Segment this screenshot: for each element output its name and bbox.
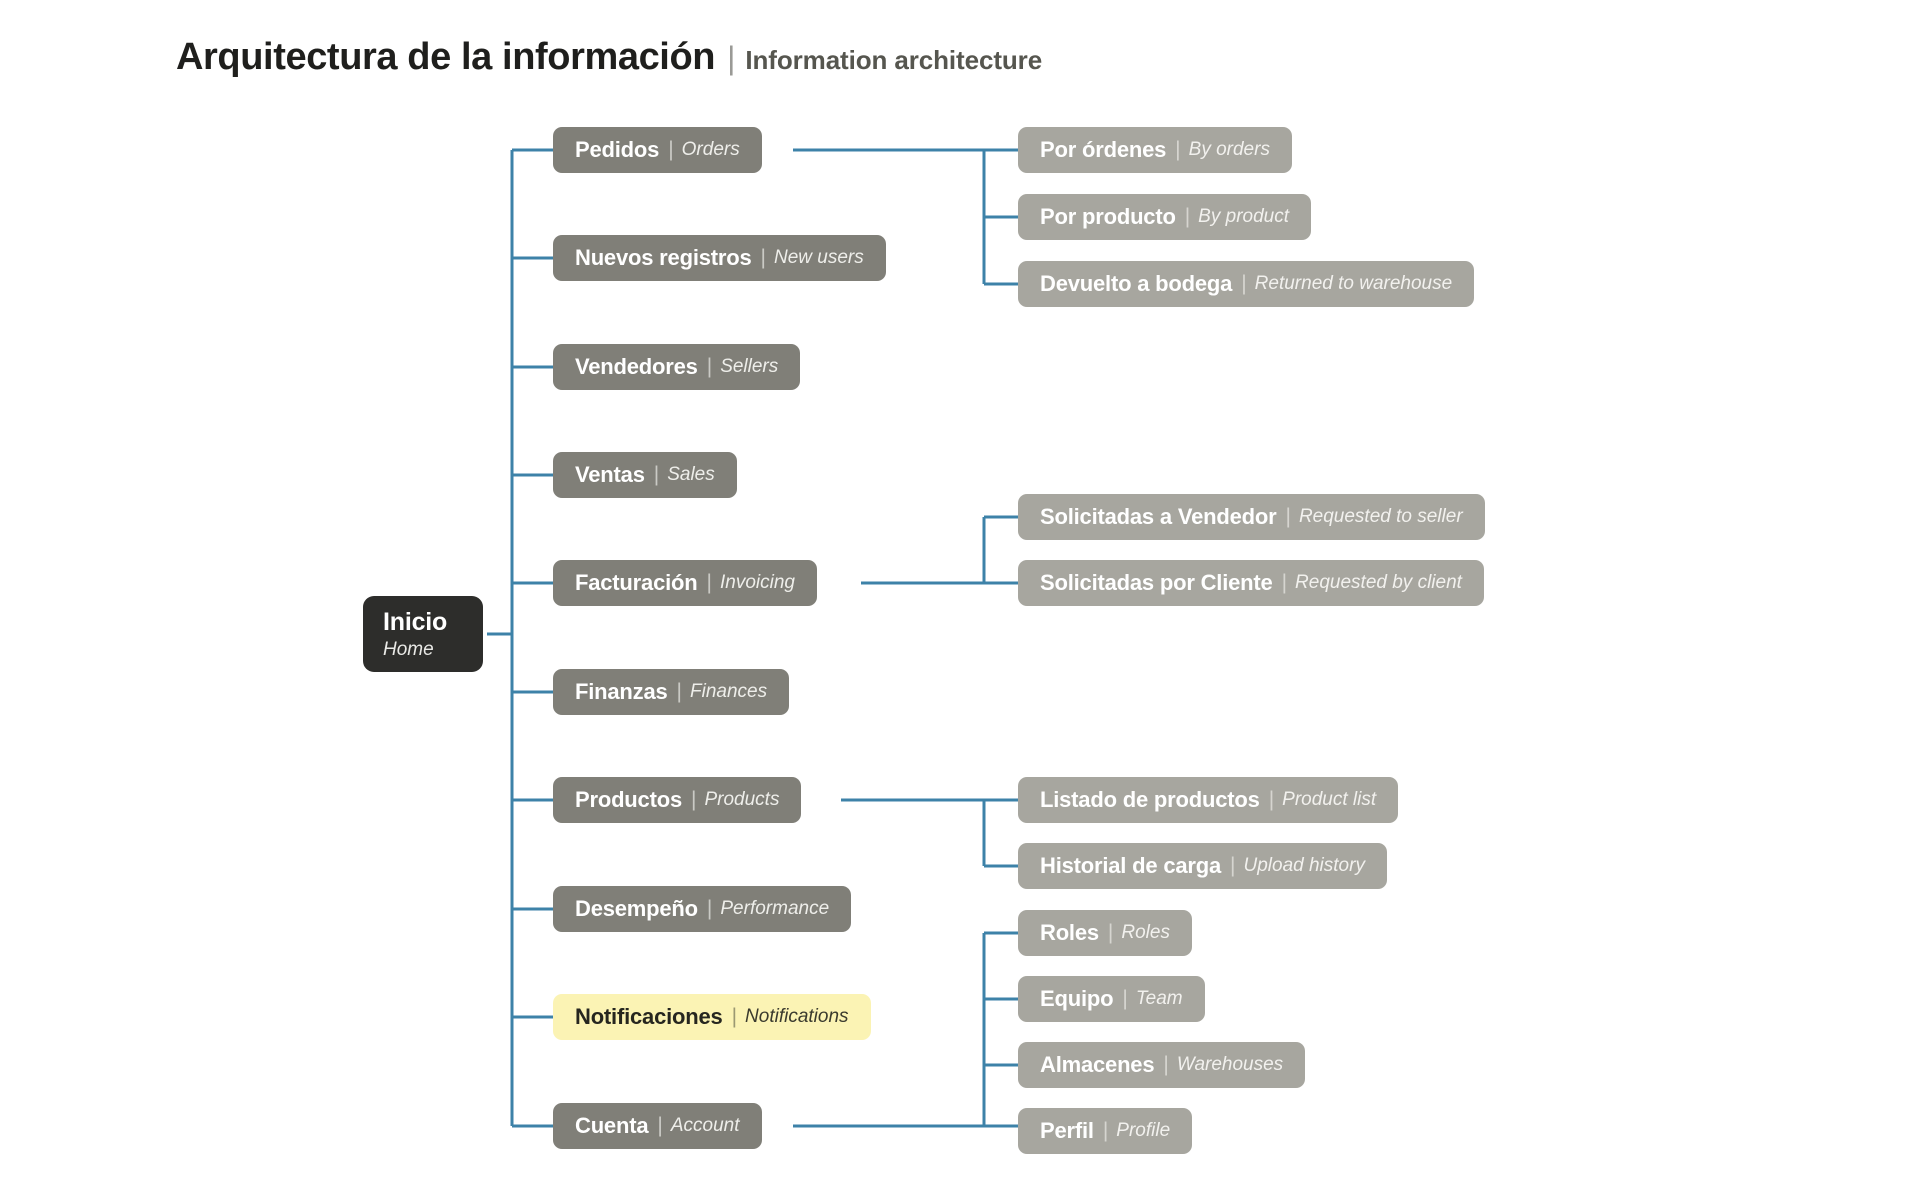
node-notificaciones-label-en: Notifications — [745, 1006, 849, 1027]
node-solicitadas-a-vendedor-separator: | — [1285, 505, 1291, 528]
node-solicitadas-por-cliente-label-en: Requested by client — [1295, 572, 1462, 593]
node-facturacion[interactable]: Facturación | Invoicing — [553, 560, 817, 606]
node-cuenta-separator: | — [657, 1114, 663, 1137]
node-solicitadas-a-vendedor-label-es: Solicitadas a Vendedor — [1040, 504, 1277, 529]
node-perfil[interactable]: Perfil | Profile — [1018, 1108, 1193, 1154]
node-devuelto-a-bodega-separator: | — [1241, 272, 1247, 295]
node-notificaciones-separator: | — [731, 1005, 738, 1028]
node-facturacion-label-en: Invoicing — [719, 572, 795, 593]
node-productos[interactable]: Productos | Products — [553, 777, 802, 823]
node-cuenta-label-es: Cuenta — [575, 1113, 649, 1138]
node-vendedores-separator: | — [706, 355, 713, 378]
node-almacenes-label-en: Warehouses — [1176, 1054, 1284, 1075]
node-finanzas[interactable]: Finanzas | Finances — [553, 669, 790, 715]
node-roles[interactable]: Roles | Roles — [1018, 910, 1192, 956]
node-por-producto[interactable]: Por producto | By product — [1018, 194, 1311, 240]
node-notificaciones-label-es: Notificaciones — [575, 1004, 723, 1029]
node-devuelto-a-bodega-label-en: Returned to warehouse — [1254, 273, 1453, 294]
node-ventas-label-es: Ventas — [575, 462, 645, 487]
node-ventas[interactable]: Ventas | Sales — [553, 452, 737, 498]
node-finanzas-label-en: Finances — [690, 681, 768, 702]
node-por-ordenes-separator: | — [1175, 138, 1181, 161]
node-desempeno-separator: | — [706, 897, 713, 920]
node-por-ordenes[interactable]: Por órdenes | By orders — [1018, 127, 1292, 173]
node-solicitadas-por-cliente-label-es: Solicitadas por Cliente — [1040, 570, 1273, 595]
node-historial-de-carga-separator: | — [1230, 854, 1236, 877]
node-facturacion-separator: | — [706, 571, 712, 594]
node-nuevos-registros-label-en: New users — [774, 247, 864, 268]
node-desempeno-label-en: Performance — [720, 898, 830, 919]
node-perfil-label-en: Profile — [1116, 1120, 1171, 1141]
title-separator: | — [727, 40, 736, 76]
node-por-ordenes-label-es: Por órdenes — [1040, 137, 1167, 162]
node-pedidos-separator: | — [668, 138, 674, 161]
node-inicio[interactable]: Inicio Home — [363, 596, 483, 672]
node-roles-label-es: Roles — [1040, 920, 1099, 945]
node-devuelto-a-bodega[interactable]: Devuelto a bodega | Returned to warehous… — [1018, 261, 1475, 307]
node-historial-de-carga-label-es: Historial de carga — [1040, 853, 1222, 878]
node-almacenes[interactable]: Almacenes | Warehouses — [1018, 1042, 1306, 1088]
node-equipo[interactable]: Equipo | Team — [1018, 976, 1205, 1022]
node-por-ordenes-label-en: By orders — [1188, 139, 1270, 160]
node-pedidos[interactable]: Pedidos | Orders — [553, 127, 762, 173]
node-por-producto-separator: | — [1184, 205, 1191, 228]
node-ventas-separator: | — [653, 463, 660, 486]
node-cuenta-label-en: Account — [670, 1115, 740, 1136]
node-nuevos-registros-label-es: Nuevos registros — [575, 245, 752, 270]
node-solicitadas-por-cliente-separator: | — [1281, 571, 1288, 594]
node-solicitadas-a-vendedor[interactable]: Solicitadas a Vendedor | Requested to se… — [1018, 494, 1485, 540]
node-nuevos-registros-separator: | — [760, 246, 766, 269]
node-historial-de-carga[interactable]: Historial de carga | Upload history — [1018, 843, 1387, 889]
node-productos-separator: | — [691, 788, 697, 811]
node-equipo-label-en: Team — [1135, 988, 1183, 1009]
node-perfil-label-es: Perfil — [1040, 1118, 1094, 1143]
node-ventas-label-en: Sales — [667, 464, 715, 485]
node-roles-separator: | — [1107, 921, 1114, 944]
node-devuelto-a-bodega-label-es: Devuelto a bodega — [1040, 271, 1233, 296]
page-title-spanish: Arquitectura de la información — [176, 36, 716, 78]
node-por-producto-label-es: Por producto — [1040, 204, 1176, 229]
node-pedidos-label-en: Orders — [681, 139, 740, 160]
node-vendedores-label-es: Vendedores — [575, 354, 698, 379]
node-notificaciones[interactable]: Notificaciones | Notifications — [553, 994, 871, 1040]
node-finanzas-label-es: Finanzas — [575, 679, 668, 704]
node-equipo-label-es: Equipo — [1040, 986, 1114, 1011]
node-desempeno-label-es: Desempeño — [575, 896, 698, 921]
node-equipo-separator: | — [1122, 987, 1128, 1010]
node-inicio-label-en: Home — [383, 638, 434, 660]
node-nuevos-registros[interactable]: Nuevos registros | New users — [553, 235, 886, 281]
node-listado-de-productos-separator: | — [1268, 788, 1275, 811]
node-perfil-separator: | — [1102, 1119, 1109, 1142]
node-vendedores-label-en: Sellers — [720, 356, 779, 377]
node-listado-de-productos-label-es: Listado de productos — [1040, 787, 1260, 812]
node-por-producto-label-en: By product — [1198, 206, 1289, 227]
node-listado-de-productos-label-en: Product list — [1282, 789, 1377, 810]
page-title: Arquitectura de la información | Informa… — [176, 36, 1042, 79]
node-facturacion-label-es: Facturación — [575, 570, 698, 595]
node-finanzas-separator: | — [676, 680, 683, 703]
node-productos-label-es: Productos — [575, 787, 682, 812]
node-vendedores[interactable]: Vendedores | Sellers — [553, 344, 801, 390]
node-almacenes-separator: | — [1163, 1053, 1169, 1076]
node-historial-de-carga-label-en: Upload history — [1243, 855, 1365, 876]
node-inicio-label-es: Inicio — [383, 607, 448, 636]
node-cuenta[interactable]: Cuenta | Account — [553, 1103, 762, 1149]
node-almacenes-label-es: Almacenes — [1040, 1052, 1155, 1077]
page-title-english: Information architecture — [745, 45, 1043, 75]
node-productos-label-en: Products — [704, 789, 780, 810]
node-roles-label-en: Roles — [1121, 922, 1170, 943]
node-desempeno[interactable]: Desempeño | Performance — [553, 886, 852, 932]
node-listado-de-productos[interactable]: Listado de productos | Product list — [1018, 777, 1399, 823]
node-solicitadas-a-vendedor-label-en: Requested to seller — [1298, 506, 1463, 527]
node-solicitadas-por-cliente[interactable]: Solicitadas por Cliente | Requested by c… — [1018, 560, 1484, 606]
node-pedidos-label-es: Pedidos — [575, 137, 660, 162]
